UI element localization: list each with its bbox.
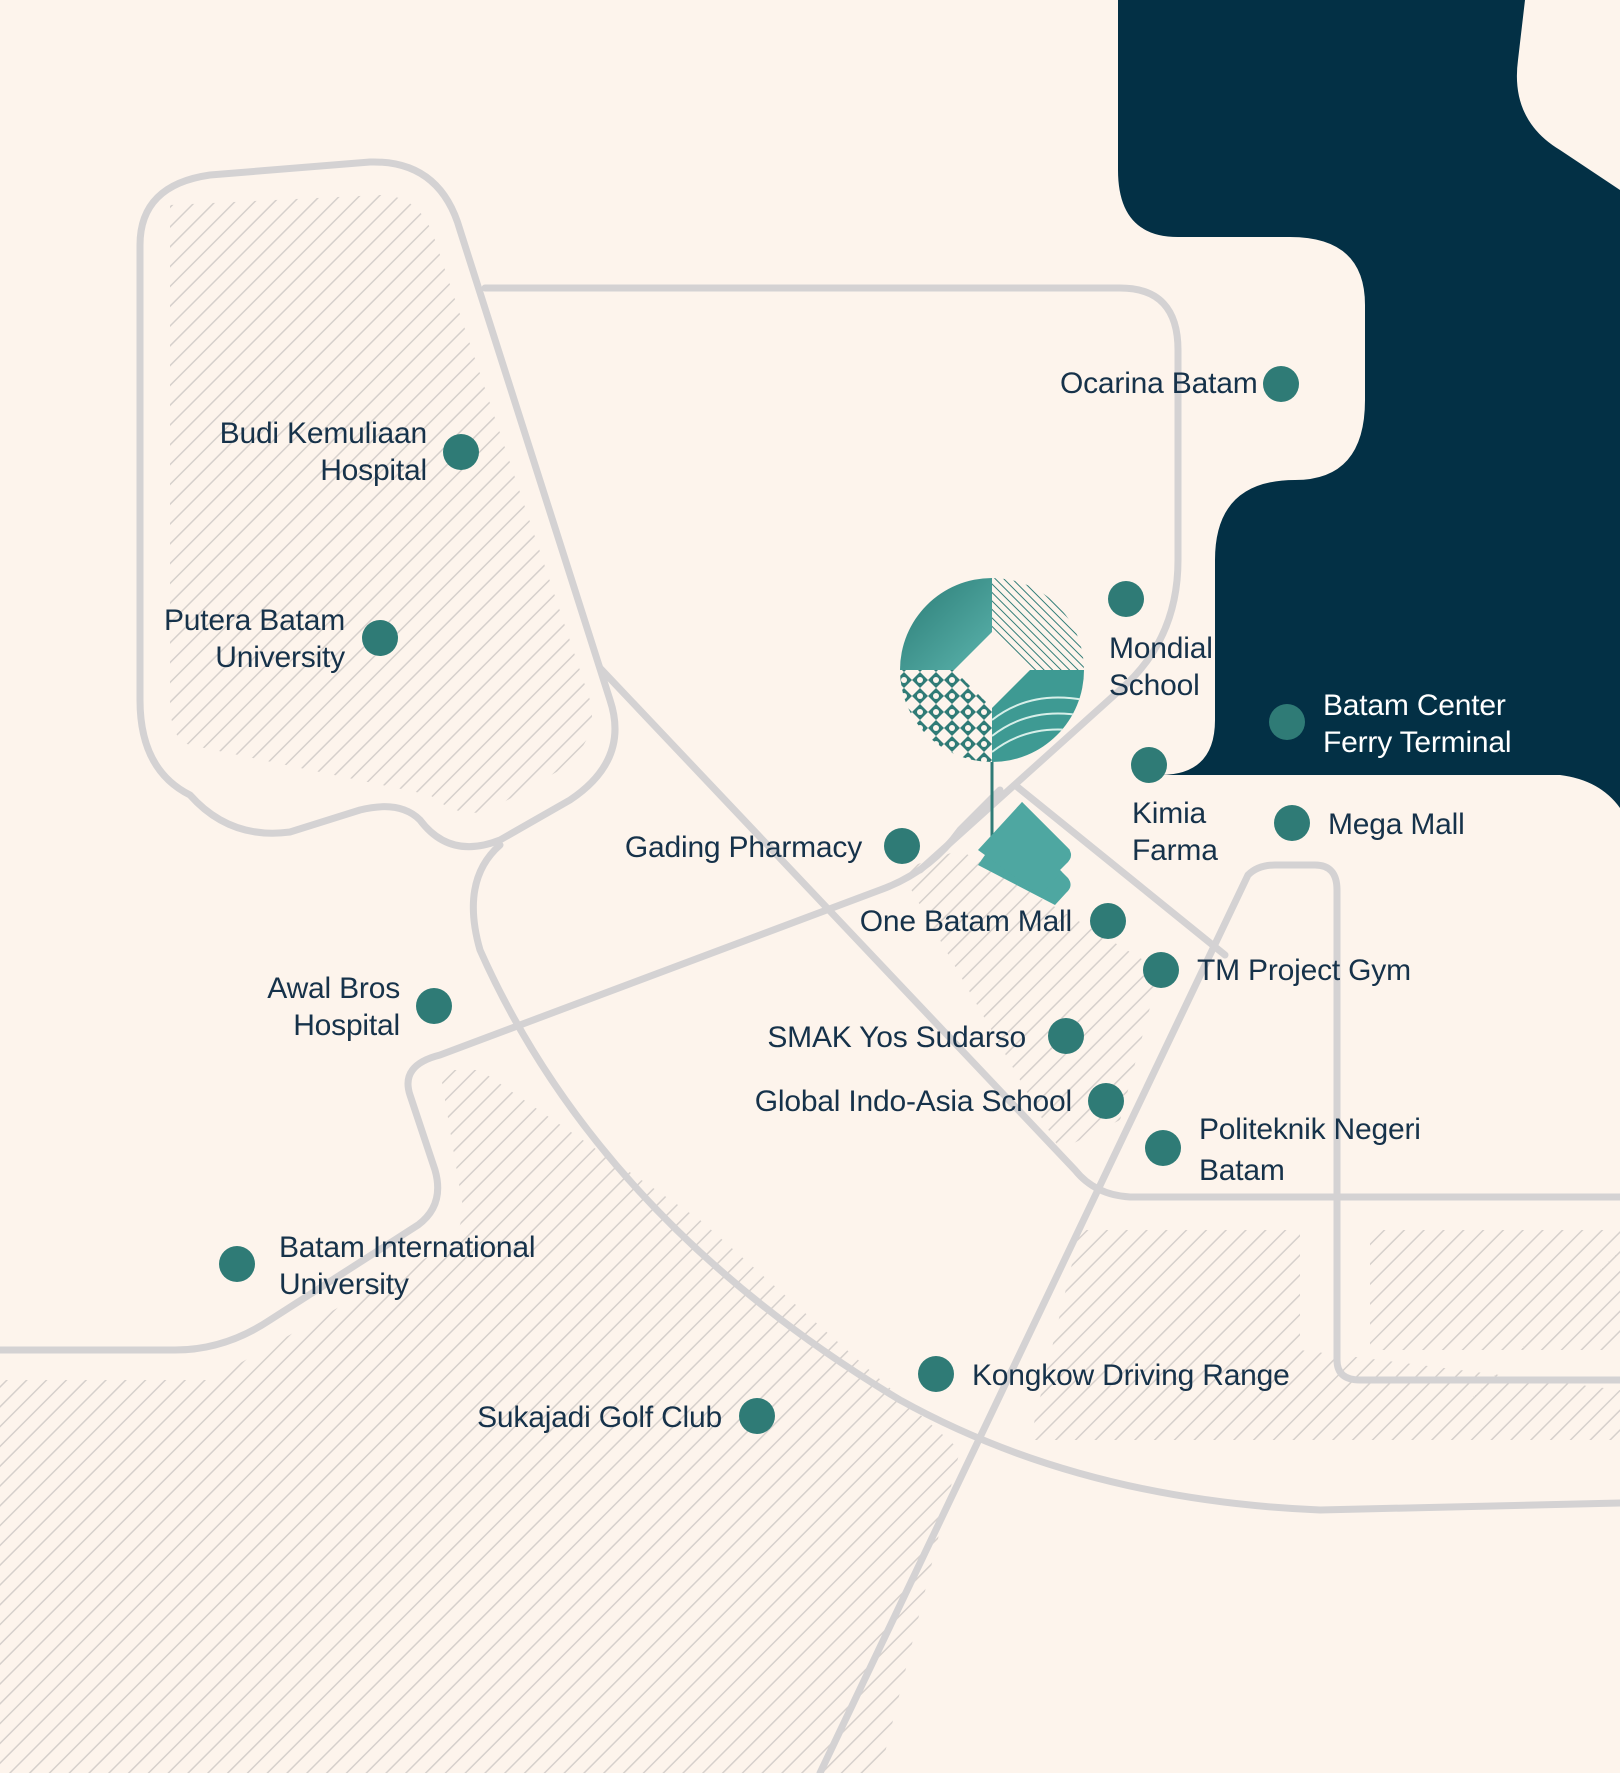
- poi-marker-gading: [884, 828, 920, 864]
- poi-label-smak[interactable]: SMAK Yos Sudarso: [720, 1019, 1026, 1056]
- poi-label-text: Gading Pharmacy: [624, 831, 862, 864]
- poi-marker-sukajadi: [739, 1398, 775, 1434]
- poi-marker-politeknik: [1145, 1130, 1181, 1166]
- poi-marker-mega: [1274, 805, 1310, 841]
- poi-marker-ocarina: [1263, 366, 1299, 402]
- poi-label-text: SMAK Yos Sudarso: [767, 1021, 1026, 1054]
- road-to-mall: [1011, 781, 1229, 959]
- poi-label-onebatam[interactable]: One Batam Mall: [820, 903, 1072, 940]
- hatch-area-center: [900, 850, 1160, 1150]
- poi-marker-awalbros: [416, 988, 452, 1024]
- poi-marker-tmgym: [1143, 952, 1179, 988]
- poi-markers: [219, 366, 1310, 1434]
- poi-label-gading[interactable]: Gading Pharmacy: [600, 829, 862, 866]
- poi-marker-kimia: [1131, 747, 1167, 783]
- poi-label-text: Ocarina Batam: [1060, 367, 1258, 400]
- hatched-districts: [0, 195, 1620, 1773]
- hatch-area-northwest: [170, 195, 592, 813]
- hatch-area-far-east: [1370, 1230, 1620, 1350]
- poi-marker-putera: [362, 620, 398, 656]
- water-bay: [1118, 0, 1620, 808]
- poi-label-text: Kongkow Driving Range: [972, 1359, 1290, 1392]
- poi-label-text: Mega Mall: [1328, 808, 1465, 841]
- poi-label-text: School: [1109, 669, 1200, 702]
- poi-marker-onebatam: [1090, 903, 1126, 939]
- poi-label-global[interactable]: Global Indo-Asia School: [690, 1083, 1072, 1120]
- poi-marker-mondial: [1108, 581, 1144, 617]
- poi-label-text: Batam International: [279, 1231, 536, 1264]
- poi-label-text: Hospital: [320, 454, 427, 487]
- poi-label-text: Farma: [1132, 834, 1218, 867]
- poi-marker-budi: [443, 434, 479, 470]
- poi-label-text: University: [279, 1268, 409, 1301]
- poi-label-text: Putera Batam: [163, 604, 345, 637]
- poi-label-text: Global Indo-Asia School: [754, 1085, 1072, 1118]
- poi-label-text: Batam: [1199, 1154, 1285, 1187]
- poi-label-tmgym[interactable]: TM Project Gym: [1197, 952, 1411, 989]
- road-big-curve: [469, 841, 1620, 1514]
- road-north: [481, 284, 1182, 874]
- project-logo-icon[interactable]: [900, 578, 1084, 905]
- poi-label-text: Kimia: [1132, 797, 1207, 830]
- hatch-area-south-west: [0, 1070, 960, 1773]
- poi-label-ocarina[interactable]: Ocarina Batam: [1060, 365, 1258, 402]
- poi-label-text: Mondial: [1109, 632, 1213, 665]
- poi-marker-global: [1088, 1083, 1124, 1119]
- poi-label-mega[interactable]: Mega Mall: [1328, 806, 1465, 843]
- road-west-east: [0, 786, 1004, 1354]
- poi-label-text: One Batam Mall: [859, 905, 1072, 938]
- poi-label-sukajadi[interactable]: Sukajadi Golf Club: [440, 1399, 722, 1436]
- poi-label-text: Hospital: [293, 1009, 400, 1042]
- poi-label-text: Budi Kemuliaan: [219, 417, 428, 450]
- road-network: [0, 158, 1620, 1773]
- poi-label-kongkow[interactable]: Kongkow Driving Range: [972, 1357, 1290, 1394]
- poi-marker-ferry: [1269, 704, 1305, 740]
- road-loop-northwest: [136, 158, 619, 851]
- poi-label-text: University: [215, 641, 345, 674]
- poi-marker-kongkow: [918, 1356, 954, 1392]
- poi-marker-bis: [219, 1246, 255, 1282]
- poi-label-text: TM Project Gym: [1197, 954, 1411, 987]
- road-diagonal-south: [816, 861, 1620, 1773]
- poi-label-text: Awal Bros: [267, 972, 400, 1005]
- hatch-area-east: [1030, 1230, 1620, 1440]
- poi-label-text: Politeknik Negeri: [1199, 1113, 1421, 1146]
- poi-label-text: Sukajadi Golf Club: [477, 1401, 722, 1434]
- poi-label-text: Batam Center: [1323, 689, 1506, 722]
- poi-marker-smak: [1048, 1018, 1084, 1054]
- poi-label-text: Ferry Terminal: [1323, 726, 1512, 759]
